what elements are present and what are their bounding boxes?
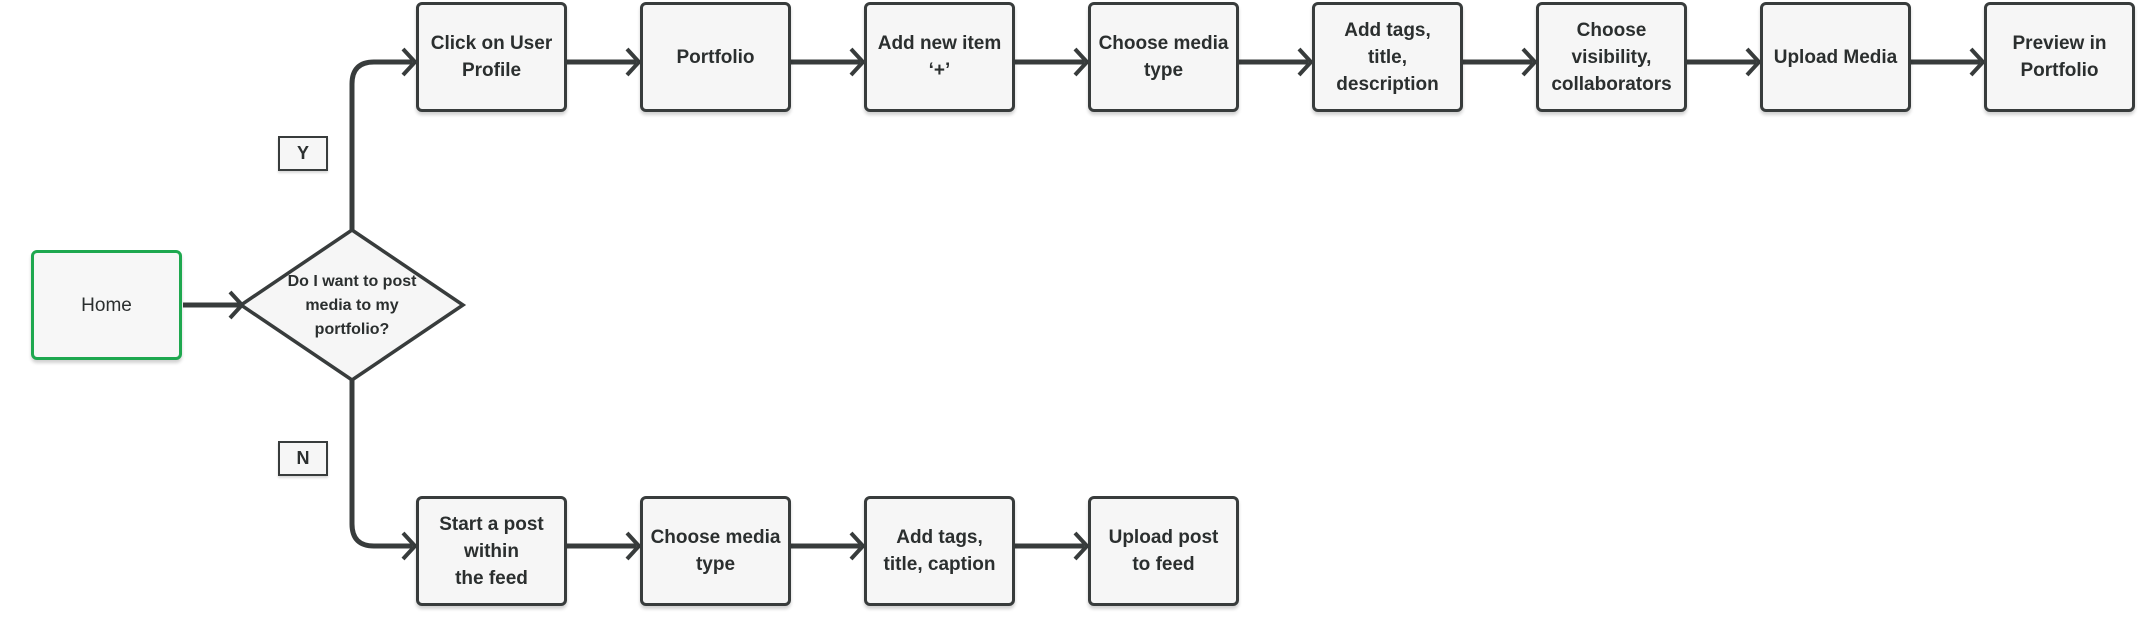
step-label: Choose visibility, collaborators: [1551, 19, 1672, 95]
connector-no-branch: [349, 380, 412, 549]
step-upload-post-feed: Upload post to feed: [1088, 496, 1239, 606]
branch-no-label: N: [296, 448, 310, 468]
step-preview-portfolio: Preview in Portfolio: [1984, 2, 2135, 112]
step-label: Add new item ‘+’: [877, 33, 1002, 81]
branch-yes-label: Y: [296, 143, 309, 163]
branch-no-tag: N: [278, 441, 328, 476]
arrowhead: [401, 47, 418, 77]
start-node-label: Home: [81, 294, 132, 316]
step-label: Portfolio: [676, 46, 755, 68]
step-label: Click on User Profile: [430, 33, 553, 81]
step-choose-visibility: Choose visibility, collaborators: [1536, 2, 1687, 112]
step-label: Add tags, title, description: [1336, 19, 1439, 95]
step-label: Choose media type: [1098, 33, 1229, 81]
step-label: Upload post to feed: [1108, 527, 1219, 575]
step-label: Preview in Portfolio: [2012, 33, 2107, 81]
decision-label: Do I want to post media to my portfolio?: [287, 273, 417, 338]
step-choose-media-type-feed: Choose media type: [640, 496, 791, 606]
step-label: Add tags, title, caption: [883, 527, 996, 575]
branch-yes-tag: Y: [278, 136, 328, 171]
arrowhead: [401, 531, 418, 561]
step-label: Choose media type: [650, 527, 781, 575]
step-label: Start a post within the feed: [439, 513, 544, 589]
step-add-tags-caption: Add tags, title, caption: [864, 496, 1015, 606]
connector-yes-branch: [349, 59, 412, 230]
step-label: Upload Media: [1773, 46, 1898, 68]
start-node-home: Home: [31, 250, 182, 360]
step-choose-media-type: Choose media type: [1088, 2, 1239, 112]
step-add-tags-description: Add tags, title, description: [1312, 2, 1463, 112]
step-add-new-item: Add new item ‘+’: [864, 2, 1015, 112]
step-upload-media: Upload Media: [1760, 2, 1911, 112]
step-click-user-profile: Click on User Profile: [416, 2, 567, 112]
step-portfolio: Portfolio: [640, 2, 791, 112]
step-start-post-feed: Start a post within the feed: [416, 496, 567, 606]
